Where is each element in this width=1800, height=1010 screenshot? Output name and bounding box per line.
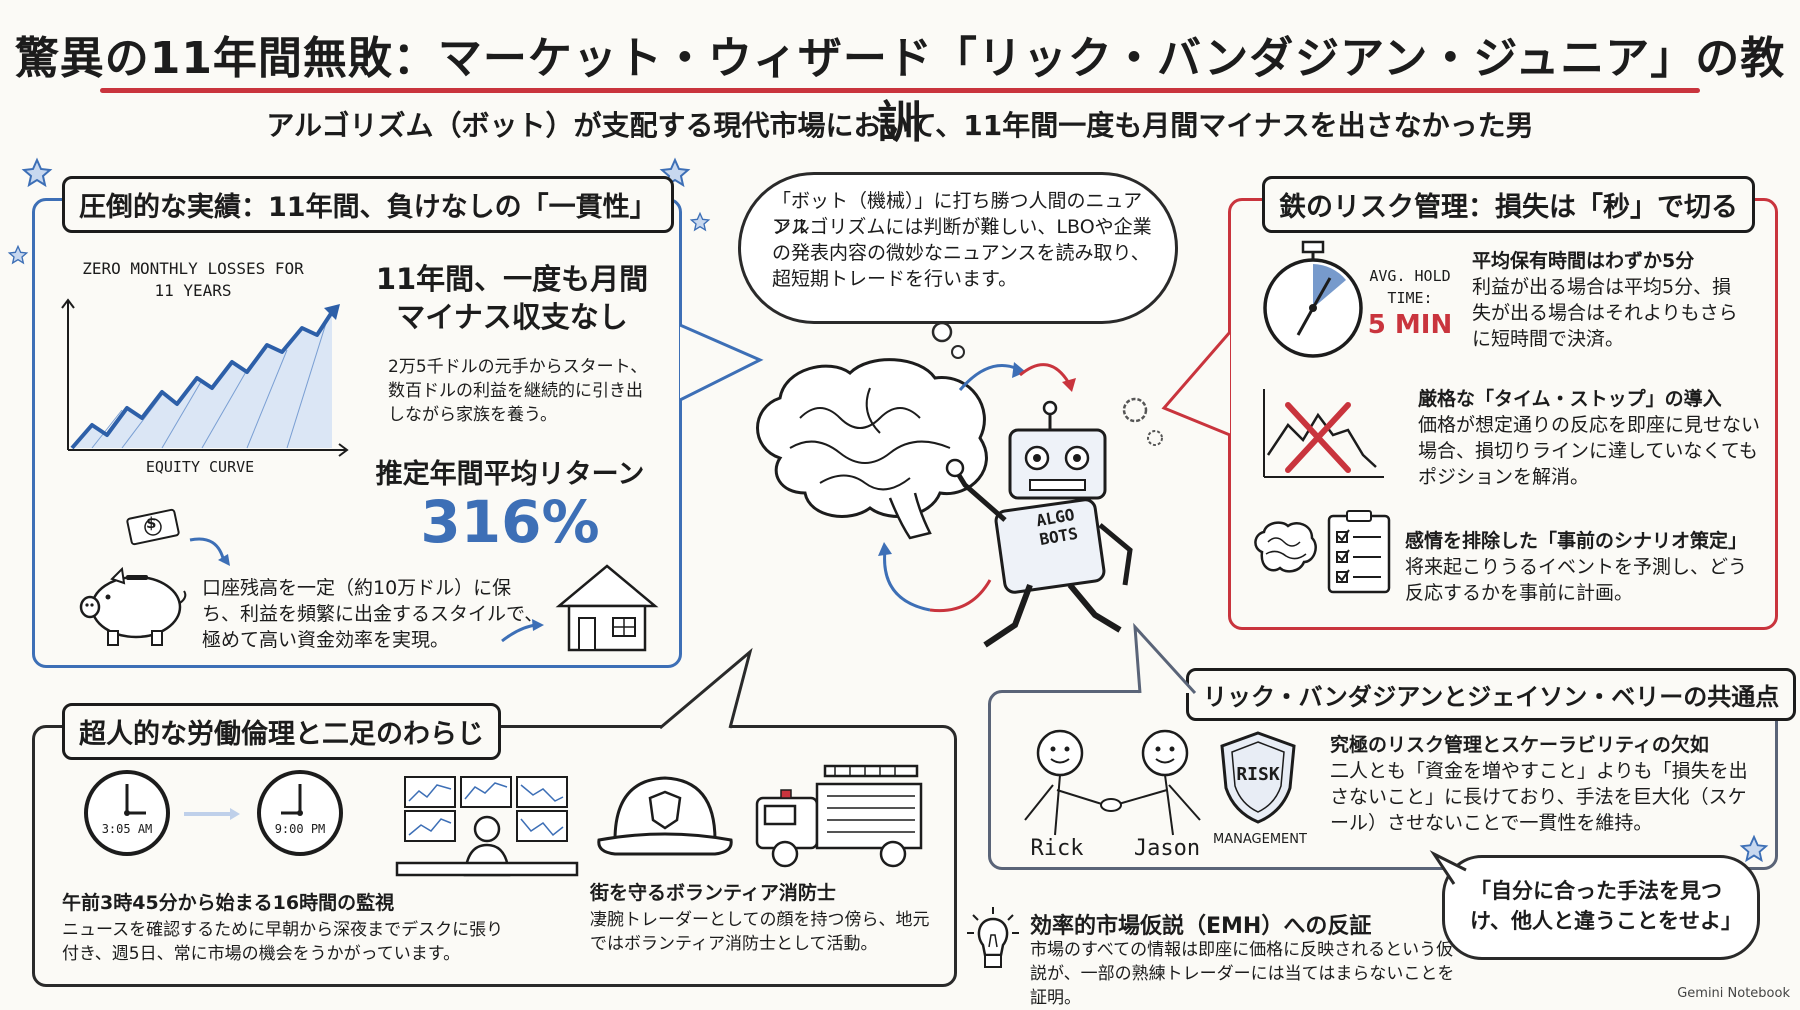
shield-label: RISK bbox=[1236, 764, 1280, 785]
brand-label: Gemini Notebook bbox=[1677, 986, 1790, 1001]
brain-icon bbox=[1254, 521, 1317, 573]
return-value: 316% bbox=[420, 488, 600, 556]
common-text: 二人とも「資金を増やすこと」よりも「損失を出さないこと」に長けており、手法を巨大… bbox=[1330, 760, 1748, 834]
speech-pointer bbox=[679, 323, 764, 402]
firefighter-text: 凄腕トレーダーとしての顔を持つ傍ら、地元ではボランティア消防士として活動。 bbox=[590, 910, 930, 954]
star-icon bbox=[7, 244, 29, 265]
lightbulb-icon bbox=[967, 907, 1019, 968]
common-pointer bbox=[1133, 622, 1197, 695]
handshake-illustration bbox=[1024, 729, 1201, 836]
circular-arrows bbox=[958, 362, 1076, 392]
person-name-rick: Rick bbox=[1030, 836, 1084, 861]
quote-pointer bbox=[1429, 850, 1467, 885]
work-pointer bbox=[659, 647, 753, 730]
star-icon bbox=[1739, 834, 1769, 863]
hold-time-value: 5 MIN bbox=[1367, 310, 1453, 340]
hold-time-title: 平均保有時間はわずか5分 bbox=[1472, 250, 1695, 272]
star-icon bbox=[689, 211, 711, 232]
withdraw-text: 口座残高を一定（約10万ドル）に保ち、利益を頻繁に出金するスタイルで、極めて高い… bbox=[202, 577, 544, 651]
return-label: 推定年間平均リターン bbox=[375, 459, 645, 490]
shield-icon bbox=[1220, 731, 1296, 824]
equity-curve-chart bbox=[61, 298, 349, 457]
shield-caption: MANAGEMENT bbox=[1213, 832, 1307, 847]
robot-illustration bbox=[945, 397, 1163, 648]
clock-time-2: 9:00 PM bbox=[274, 822, 326, 836]
timestop-text: 価格が想定通りの反応を即座に見せない場合、損切りラインに達していなくてもポジショ… bbox=[1418, 414, 1761, 488]
clock-icon bbox=[84, 770, 170, 856]
brain-illustration bbox=[756, 358, 988, 540]
house-icon bbox=[555, 564, 659, 652]
firefighter-title: 街を守るボランティア消防士 bbox=[590, 882, 836, 904]
clock-time-1: 3:05 AM bbox=[101, 822, 153, 836]
timestop-title: 厳格な「タイム・ストップ」の導入 bbox=[1418, 388, 1722, 410]
nuance-heading: 「ボット（機械）」に打ち勝つ人間のニュアンス bbox=[772, 190, 1143, 238]
title-underline bbox=[100, 88, 1700, 93]
work-heading: 超人的な労働倫理と二足のわらじ bbox=[62, 703, 501, 760]
clock-icon bbox=[257, 770, 343, 856]
scenario-text: 将来起こりうるイベントを予測し、どう反応するかを事前に計画。 bbox=[1405, 556, 1748, 604]
hold-time-text: 利益が出る場合は平均5分、損失が出る場合はそれよりもさらに短時間で決済。 bbox=[1472, 276, 1738, 350]
arrow-icon bbox=[184, 808, 240, 820]
hold-time-label: AVG. HOLD TIME: bbox=[1369, 267, 1451, 307]
arrow-icon bbox=[189, 537, 230, 566]
common-title: 究極のリスク管理とスケーラビリティの欠如 bbox=[1330, 734, 1709, 756]
emh-text: 市場のすべての情報は即座に価格に反映されるという仮説が、一部の熟練トレーダーには… bbox=[1030, 940, 1455, 1008]
risk-heading: 鉄のリスク管理：損失は「秒」で切る bbox=[1262, 176, 1755, 233]
star-icon bbox=[21, 157, 53, 188]
piggy-bank-icon bbox=[79, 566, 187, 646]
arrow-icon bbox=[501, 619, 544, 643]
fire-truck-icon bbox=[755, 764, 923, 868]
page-subtitle: アルゴリズム（ボット）が支配する現代市場において、11年間一度も月間マイナスを出… bbox=[266, 109, 1534, 142]
money-symbol: $ bbox=[146, 514, 157, 532]
monitor-title: 午前3時45分から始まる16時間の監視 bbox=[62, 892, 395, 914]
person-name-jason: Jason bbox=[1133, 836, 1201, 861]
nuance-thought-bubble bbox=[738, 172, 1178, 324]
thought-dots bbox=[931, 321, 965, 359]
common-heading: リック・バンダジアンとジェイソン・ベリーの共通点 bbox=[1186, 668, 1797, 721]
performance-heading: 圧倒的な実績：11年間、負けなしの「一貫性」 bbox=[62, 176, 674, 233]
checklist-icon bbox=[1327, 510, 1391, 594]
page-title: 驚異の11年間無敗：マーケット・ウィザード「リック・バンダジアン・ジュニア」の教… bbox=[14, 33, 1786, 148]
risk-pointer bbox=[1161, 331, 1232, 437]
performance-headline: 11年間、一度も月間マイナス収支なし bbox=[375, 262, 649, 334]
quote-text: 「自分に合った手法を見つけ、他人と違うことをせよ」 bbox=[1470, 879, 1742, 933]
fire-helmet-icon bbox=[597, 776, 733, 856]
chart-axis-label: EQUITY CURVE bbox=[145, 458, 255, 476]
circular-arrows bbox=[878, 542, 992, 613]
trading-desk-icon bbox=[395, 776, 579, 877]
money-bill-icon bbox=[126, 508, 180, 546]
nuance-text: アルゴリズムには判断が難しい、LBOや企業の発表内容の微妙なニュアンスを読み取り… bbox=[772, 216, 1152, 290]
emh-title: 効率的市場仮説（EMH）への反証 bbox=[1030, 914, 1372, 939]
quote-bubble bbox=[1442, 855, 1760, 960]
stopwatch-icon bbox=[1263, 240, 1363, 358]
performance-detail: 2万5千ドルの元手からスタート、数百ドルの利益を継続的に引き出しながら家族を養う… bbox=[388, 357, 648, 425]
chart-caption: ZERO MONTHLY LOSSES FOR 11 YEARS bbox=[82, 259, 304, 300]
falling-chart-icon bbox=[1263, 389, 1384, 478]
scenario-title: 感情を排除した「事前のシナリオ策定」 bbox=[1405, 530, 1748, 552]
monitor-text: ニュースを確認するために早朝から深夜までデスクに張り付き、週5日、常に市場の機会… bbox=[62, 920, 504, 964]
